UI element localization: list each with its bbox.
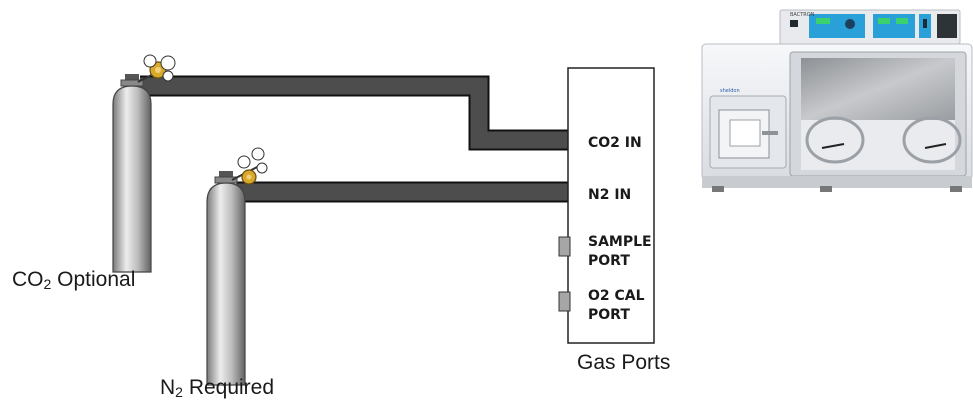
- o2-cal-port-label-line1: O2 CAL: [588, 288, 645, 304]
- o2-cal-port-label: O2 CAL PORT: [588, 287, 645, 325]
- co2-subscript: 2: [43, 276, 52, 292]
- co2-in-port-label: CO2 IN: [588, 134, 642, 153]
- o2-cal-port-label-line2: PORT: [588, 307, 630, 323]
- co2-cylinder-label: CO2 Optional: [12, 268, 135, 292]
- device-logo-text: sheldon: [720, 88, 740, 94]
- co2-gas-cylinder-icon: [112, 74, 152, 273]
- co2-status: Optional: [57, 268, 136, 291]
- gas-ports-title: Gas Ports: [577, 351, 671, 374]
- device-brand-text: BACTRON: [790, 12, 815, 18]
- sample-port-label-line2: PORT: [588, 253, 630, 269]
- n2-cylinder-label: N2 Required: [160, 376, 274, 400]
- n2-in-label-line1: N2 IN: [588, 187, 632, 203]
- co2-gas-hose-fill: [140, 77, 568, 149]
- anaerobic-chamber-illustration: [701, 9, 973, 192]
- sample-port-label-line1: SAMPLE: [588, 234, 652, 250]
- co2-pressure-regulator-icon: [137, 54, 176, 83]
- n2-gas-cylinder-icon: [206, 171, 246, 386]
- sample-port-connector: [558, 236, 571, 257]
- n2-status: Required: [188, 376, 275, 399]
- n2-in-port-label: N2 IN: [588, 186, 631, 205]
- co2-formula: CO: [12, 268, 44, 291]
- n2-subscript: 2: [175, 384, 183, 400]
- n2-pressure-regulator-icon: [231, 147, 268, 185]
- sample-port-label: SAMPLE PORT: [588, 233, 652, 271]
- n2-formula: N: [160, 376, 176, 399]
- gas-ports-panel: [567, 67, 655, 344]
- co2-in-label-line1: CO2 IN: [588, 135, 642, 151]
- o2-cal-port-connector: [558, 291, 571, 312]
